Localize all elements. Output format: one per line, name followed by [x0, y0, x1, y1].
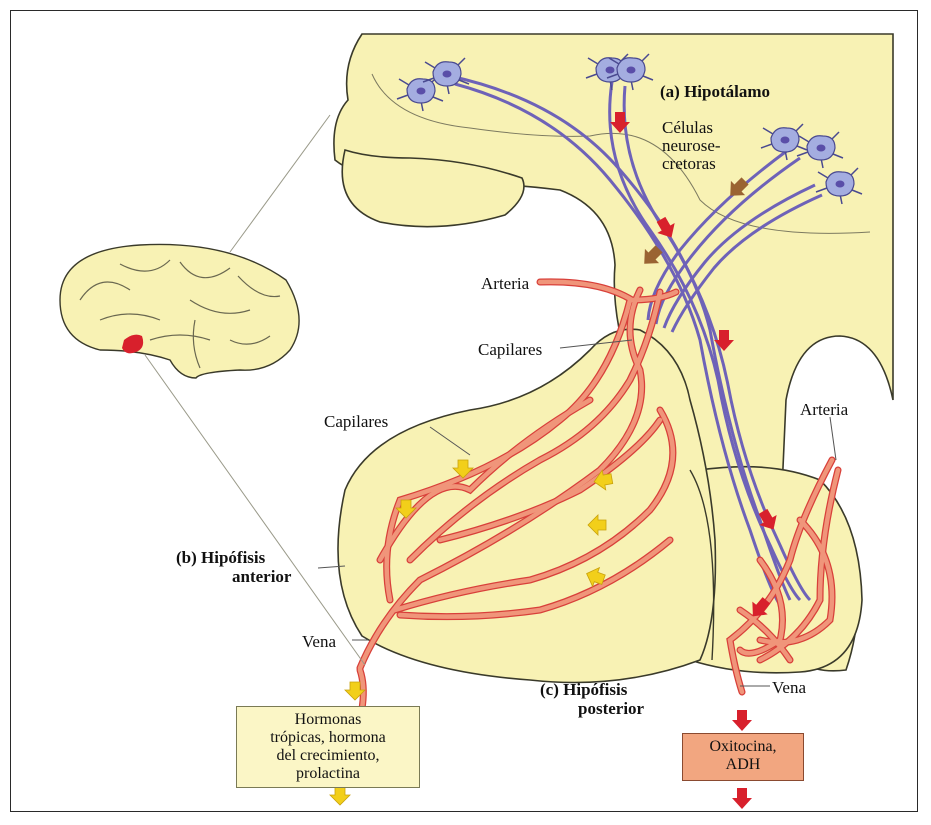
posterior-hormones-line2: ADH	[683, 756, 803, 774]
posterior-hormones-line1: Oxitocina,	[683, 738, 803, 756]
posterior-hormones-box: Oxitocina, ADH	[682, 733, 804, 781]
label-artery-right: Arteria	[800, 400, 848, 419]
label-neurosecretory-2: neurose-	[662, 136, 721, 155]
brain-thumbnail	[60, 115, 365, 665]
label-neurosecretory-3: cretoras	[662, 154, 716, 173]
label-vein-left: Vena	[302, 632, 336, 651]
label-artery-top: Arteria	[481, 274, 529, 293]
label-posterior-2: posterior	[578, 699, 644, 718]
label-capillaries-left: Capilares	[324, 412, 388, 431]
anterior-hormones-box: Hormonas trópicas, hormona del crecimien…	[236, 706, 420, 788]
label-anterior-1: (b) Hipófisis	[176, 548, 265, 567]
anterior-hormones-line3: del crecimiento,	[237, 747, 419, 765]
anterior-hormones-line1: Hormonas	[237, 711, 419, 729]
posterior-output-arrow	[732, 710, 752, 731]
anterior-hormones-line2: trópicas, hormona	[237, 729, 419, 747]
label-neurosecretory-1: Células	[662, 118, 713, 137]
label-capillaries-top: Capilares	[478, 340, 542, 359]
label-posterior-1: (c) Hipófisis	[540, 680, 627, 699]
label-hypothalamus: (a) Hipotálamo	[660, 82, 770, 101]
anterior-hormones-line4: prolactina	[237, 765, 419, 783]
posterior-box-arrow	[732, 788, 752, 809]
label-anterior-2: anterior	[232, 567, 291, 586]
anterior-box-arrow	[330, 787, 350, 805]
label-vein-right: Vena	[772, 678, 806, 697]
